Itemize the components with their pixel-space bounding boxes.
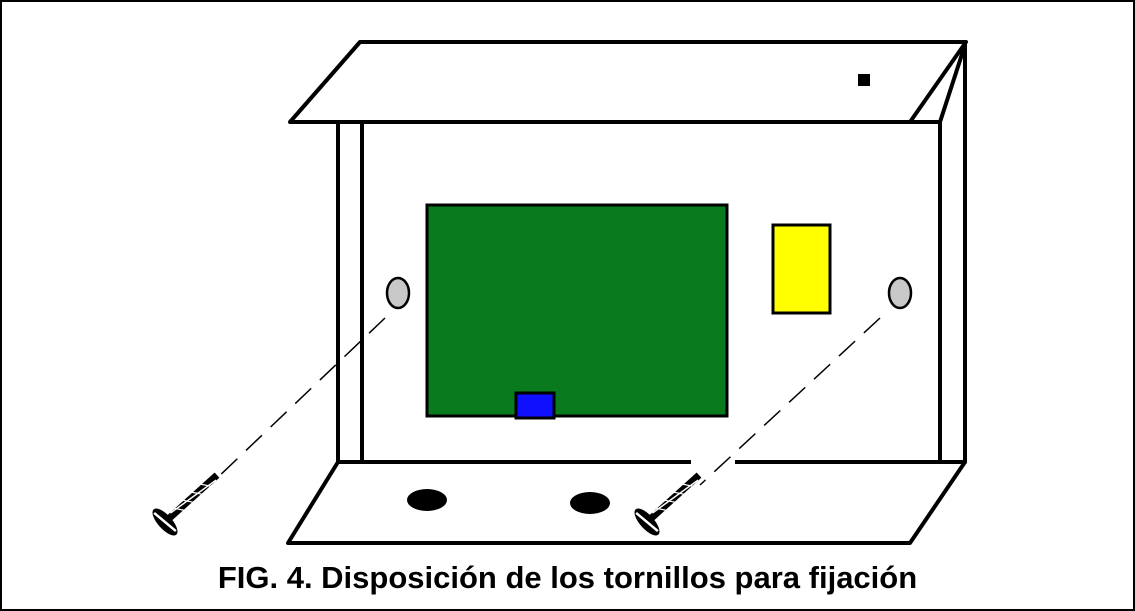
enclosure-right-wall: [938, 43, 967, 464]
mount-hole-right: [887, 276, 913, 310]
lid-mark: [858, 74, 870, 86]
enclosure-lid: [288, 40, 968, 124]
guide-line-left: [214, 317, 386, 481]
enclosure-floor: [286, 459, 967, 546]
figure-caption: FIG. 4. Disposición de los tornillos par…: [217, 560, 918, 595]
guide-line-right: [699, 317, 881, 486]
floor-hole-right: [570, 492, 610, 514]
mount-hole-left: [385, 276, 411, 310]
connector: [514, 391, 556, 420]
circuit-board: [425, 203, 729, 418]
screw-icon: [634, 472, 702, 536]
yellow-block: [771, 223, 832, 315]
screw-icon: [152, 472, 220, 536]
floor-hole-left: [407, 489, 447, 511]
enclosure-diagram: [152, 40, 968, 546]
